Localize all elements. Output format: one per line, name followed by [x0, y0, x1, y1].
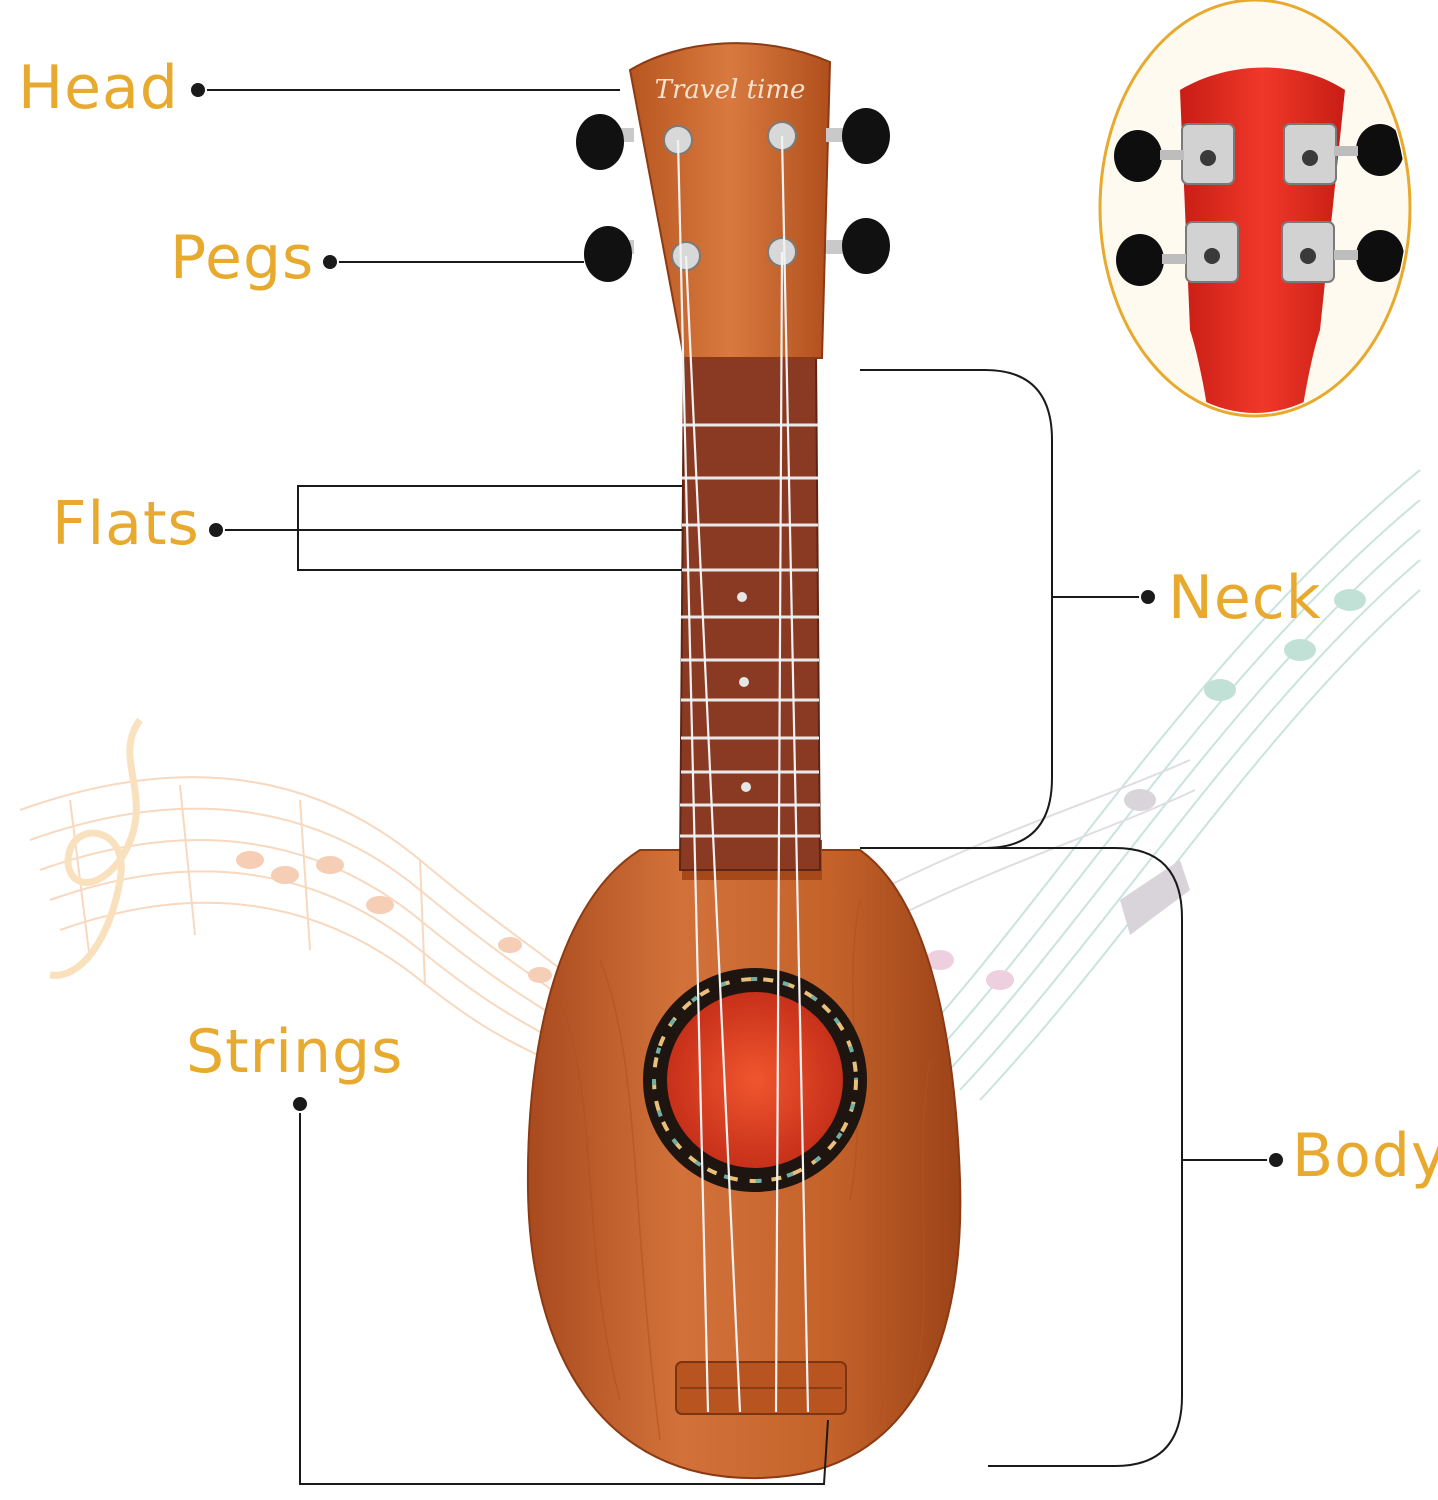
- fret-markers: [737, 592, 751, 792]
- label-body: Body: [1292, 1121, 1438, 1191]
- label-neck: Neck: [1168, 563, 1322, 633]
- treble-clef-icon: [49, 717, 143, 979]
- inset-headstock-closeup: [1098, 0, 1412, 418]
- leader-lines: [198, 89, 1276, 1485]
- strings: [676, 135, 810, 1413]
- music-notes-icon: [19, 717, 591, 1081]
- label-pegs: Pegs: [170, 223, 315, 293]
- label-strings: Strings: [186, 1017, 404, 1087]
- brand-text: Travel time: [655, 75, 806, 105]
- sound-hole: [667, 992, 843, 1168]
- fretboard: [678, 353, 822, 871]
- leader-dots: [189, 81, 1285, 1169]
- rosette-pattern: [652, 977, 858, 1183]
- tuning-peg-icon: [576, 108, 890, 282]
- label-flats: Flats: [52, 489, 200, 559]
- music-notes-icon: [879, 469, 1421, 1101]
- label-head: Head: [18, 53, 179, 123]
